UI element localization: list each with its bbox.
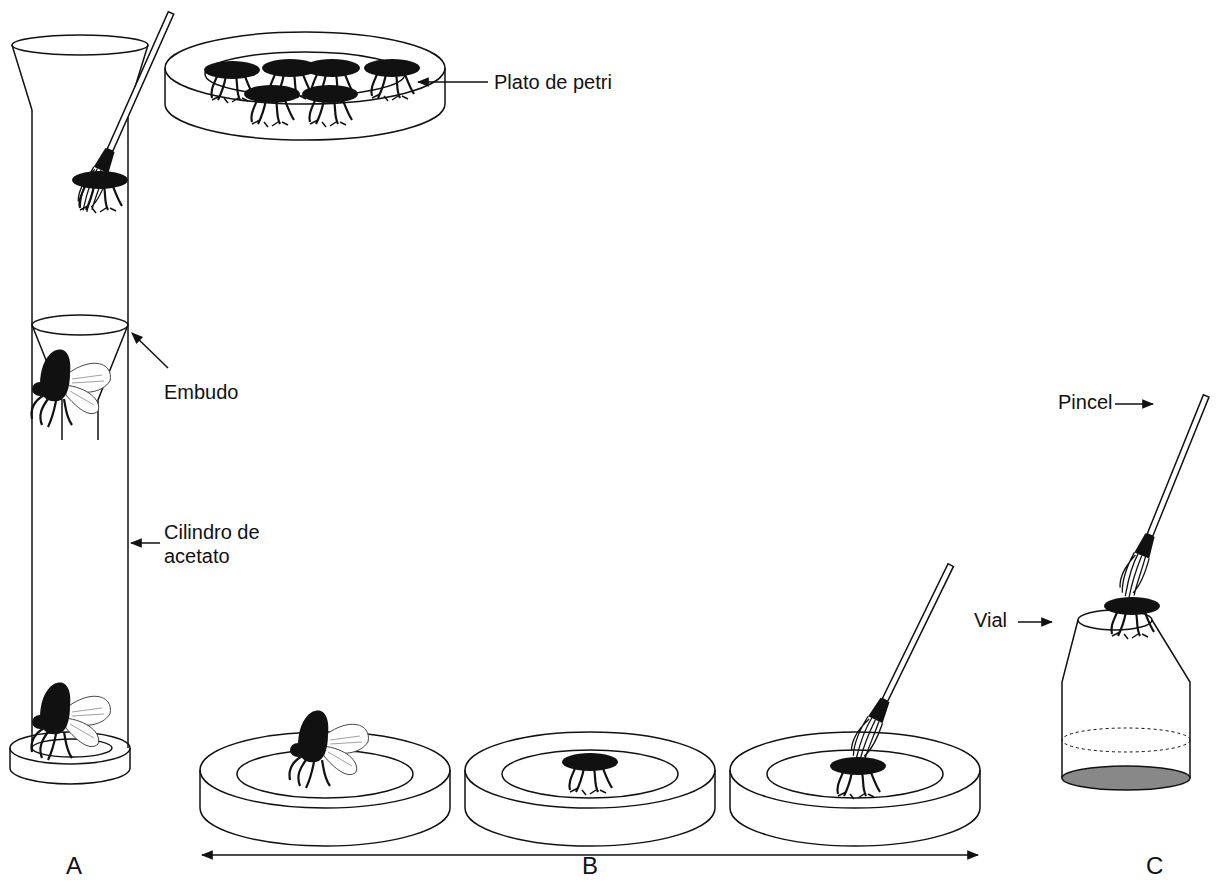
- part-label: Cilindro de acetato: [164, 520, 276, 568]
- panel-letter: A: [66, 852, 82, 881]
- dish-row: [200, 710, 980, 846]
- brush-b: [846, 560, 959, 763]
- funnel-cylinder: [10, 35, 148, 784]
- part-label: Pincel: [1058, 390, 1112, 414]
- panel-letter: B: [582, 852, 598, 881]
- fly: [1104, 597, 1160, 639]
- leader-line: [418, 81, 488, 83]
- petri-dish: [165, 32, 445, 140]
- part-label: Vial: [974, 608, 1007, 632]
- part-label: Plato de petri: [494, 70, 612, 94]
- fly: [72, 171, 128, 213]
- brush-c: [1115, 392, 1215, 600]
- part-label: Embudo: [164, 380, 239, 404]
- leader-line: [1115, 403, 1153, 405]
- leader-line: [131, 542, 160, 544]
- leader-line: [132, 333, 168, 368]
- leader-line: [1018, 621, 1052, 623]
- panel-letter: C: [1146, 852, 1163, 881]
